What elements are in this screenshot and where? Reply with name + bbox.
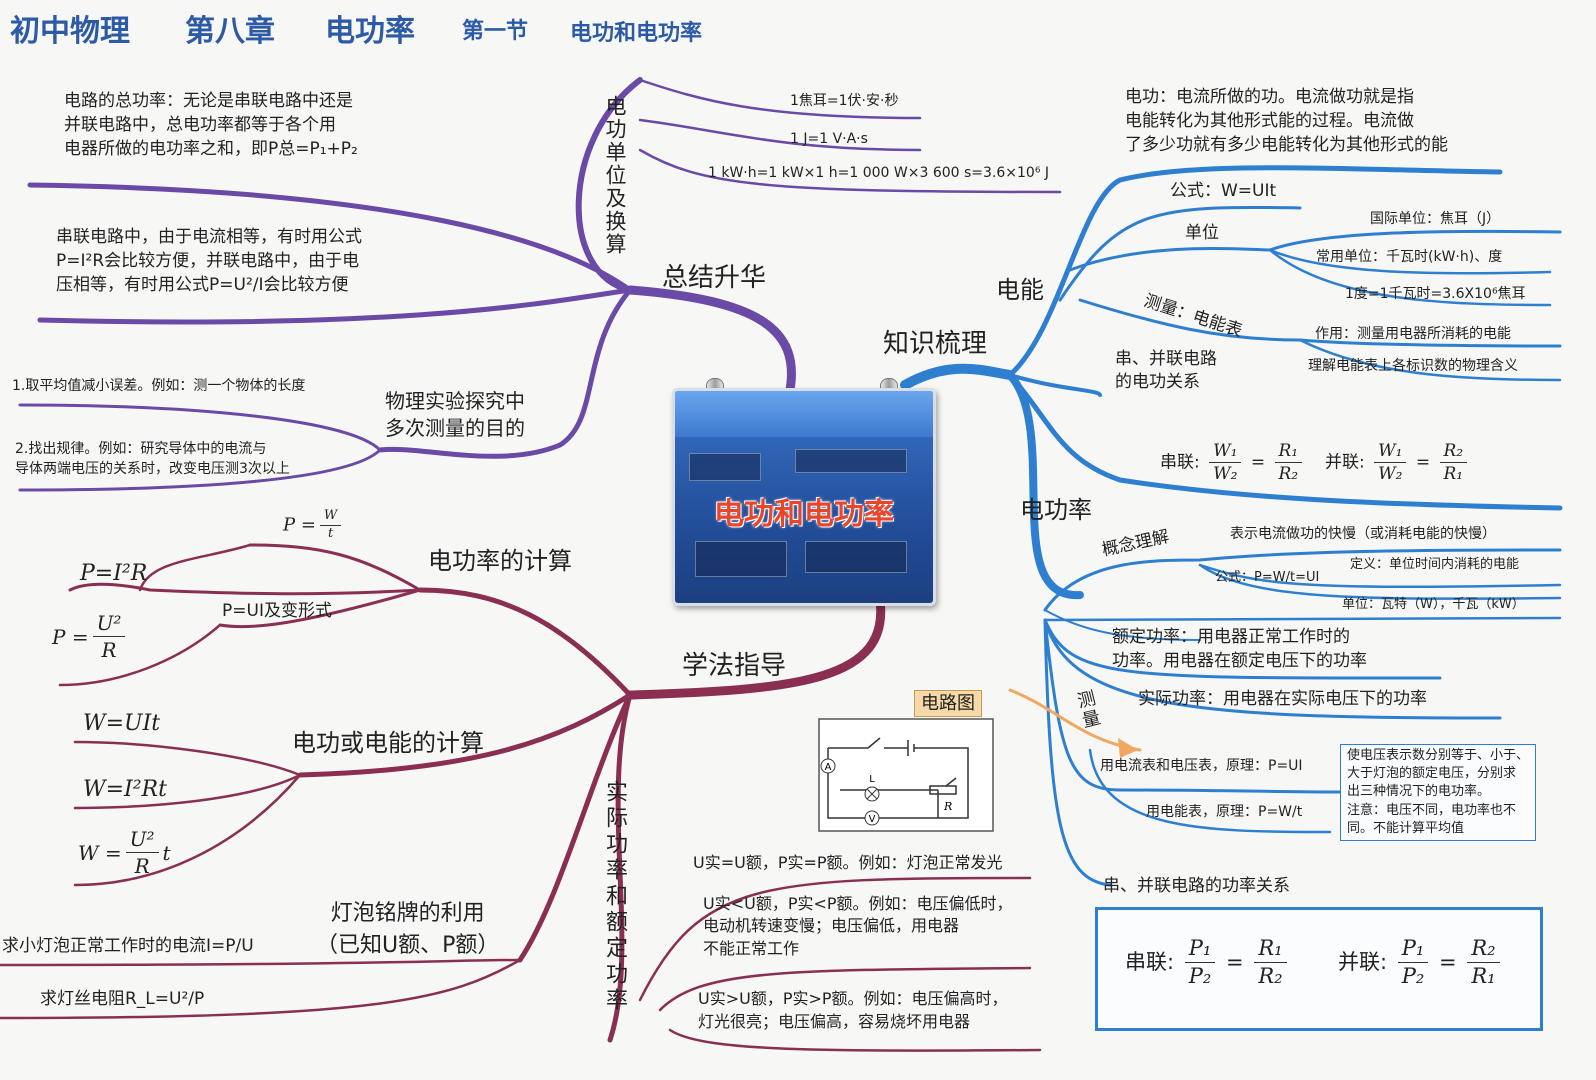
series-label: 串联:	[1125, 949, 1175, 974]
case-greater: U实>U额，P实>P额。例如：电压偏高时， 灯光很亮；电压偏高，容易烧坏用电器	[698, 989, 1008, 1032]
power-formula: 公式：P=W/t=UI	[1215, 570, 1320, 585]
common-unit: 常用单位：千瓦时(kW·h)、度	[1316, 249, 1503, 265]
branch-method: 学法指导	[682, 651, 787, 681]
power-calc-label: 电功率的计算	[428, 547, 572, 575]
power-definition: 定义：单位时间内消耗的电能	[1350, 557, 1520, 572]
circuit-diagram: A L V R	[818, 718, 994, 832]
concept-meaning: 表示电流做功的快慢（或消耗电能的快慢）	[1230, 526, 1496, 542]
circuit-lamp-label: L	[869, 774, 875, 785]
center-topic-card: 电功和电功率	[672, 388, 936, 606]
experiment-reason-2: 2.找出规律。例如：研究导体中的电流与 导体两端电压的关系时，改变电压测3次以上	[15, 441, 290, 477]
energy-formula: 公式：W=UIt	[1170, 181, 1277, 201]
electric-energy-label: 电能	[996, 276, 1044, 304]
circuit-rheostat-label: R	[943, 800, 952, 813]
work-calc-label: 电功或电能的计算	[292, 729, 484, 757]
chip-decoration	[805, 541, 907, 573]
formula-w-i2rt: W=I²Rt	[83, 777, 167, 802]
equals-sign: =	[1250, 452, 1266, 473]
center-title: 电功和电功率	[714, 497, 894, 532]
meter-use: 作用：测量用电器所消耗的电能	[1315, 326, 1511, 342]
case-less: U实<U额，P实<P额。例如：电压偏低时， 电动机转速变慢；电压偏低，用电器 不…	[703, 894, 1013, 958]
actual-power: 实际功率：用电器在实际电压下的功率	[1138, 689, 1427, 709]
work-definition: 电功：电流所做的功。电流做功就是指 电能转化为其他形式能的过程。电流做 了多少功…	[1125, 87, 1448, 155]
power-relation-title: 串、并联电路的功率关系	[1103, 876, 1290, 896]
bulb-current: 求小灯泡正常工作时的电流I=P/U	[2, 936, 254, 956]
formula-p-ui-variants: P=UI及变形式	[222, 601, 332, 621]
measure-note-box: 使电压表示数分别等于、小于、 大于灯泡的额定电压，分别求 出三种情况下的电功率。…	[1340, 744, 1537, 841]
series-parallel-relation: 串、并联电路 的电功关系	[1115, 349, 1217, 392]
unit-1: 1焦耳=1伏·安·秒	[790, 93, 899, 109]
chip-decoration	[689, 453, 761, 481]
header-section: 第一节	[462, 19, 529, 44]
si-unit: 国际单位：焦耳（J）	[1370, 211, 1501, 227]
chip-decoration	[795, 449, 907, 473]
formula-p-i2r: P=I²R	[80, 561, 148, 586]
branch-summary: 总结升华	[662, 263, 767, 293]
actual-rated-label: 实际功率和额定功率	[602, 780, 627, 1014]
total-power-text: 电路的总功率：无论是串联电路中还是 并联电路中，总电功率都等于各个用 电器所做的…	[64, 91, 358, 159]
chip-decoration	[695, 541, 787, 577]
case-equal: U实=U额，P实=P额。例如：灯泡正常发光	[693, 853, 1003, 872]
series-label: 串联:	[1160, 452, 1200, 473]
bulb-label-use: 灯泡铭牌的利用 （已知U额、P额）	[316, 901, 500, 958]
equals-sign: =	[1415, 452, 1431, 473]
unit-label: 单位	[1185, 223, 1219, 243]
header-chapter-title: 电功率	[325, 14, 415, 49]
formula-w-uit: W=UIt	[83, 711, 161, 736]
equals-sign: =	[1226, 949, 1244, 974]
unit-conversion-label: 电功单位及换算	[603, 95, 627, 256]
experiment-reason-1: 1.取平均值减小误差。例如：测一个物体的长度	[12, 378, 306, 394]
circuit-label: 电路图	[914, 690, 982, 718]
experiment-label: 物理实验探究中 多次测量的目的	[385, 389, 525, 440]
power-unit: 单位：瓦特（W），千瓦（kW）	[1342, 597, 1525, 612]
card-top-bar	[675, 391, 933, 437]
header-section-title: 电功和电功率	[570, 21, 703, 46]
circuit-ammeter-label: A	[825, 762, 832, 773]
measure-meter: 用电能表，原理：P=W/t	[1146, 804, 1303, 820]
header-chapter: 第八章	[185, 14, 275, 49]
parallel-label: 并联:	[1338, 949, 1388, 974]
parallel-label: 并联:	[1325, 452, 1365, 473]
unit-3: 1 kW·h=1 kW×1 h=1 000 W×3 600 s=3.6×10⁶ …	[708, 165, 1050, 181]
series-parallel-formula-text: 串联电路中，由于电流相等，有时用公式 P=I²R会比较方便，并联电路中，由于电 …	[56, 227, 362, 295]
degree-conversion: 1度=1千瓦时=3.6X10⁶焦耳	[1345, 286, 1526, 302]
branch-knowledge: 知识梳理	[883, 329, 988, 359]
equals-sign: =	[1439, 949, 1457, 974]
power-label: 电功率	[1020, 496, 1092, 524]
measure-ammeter: 用电流表和电压表，原理：P=UI	[1100, 758, 1303, 774]
rated-power: 额定功率：用电器正常工作时的 功率。用电器在额定电压下的功率	[1112, 627, 1367, 671]
power-relation-box	[1095, 907, 1543, 1031]
bulb-resistance: 求灯丝电阻R_L=U²/P	[40, 989, 205, 1009]
unit-2: 1 J=1 V·A·s	[790, 131, 868, 147]
header-subject: 初中物理	[10, 14, 130, 49]
meter-marks: 理解电能表上各标识数的物理含义	[1308, 358, 1518, 374]
circuit-voltmeter-label: V	[869, 814, 876, 825]
